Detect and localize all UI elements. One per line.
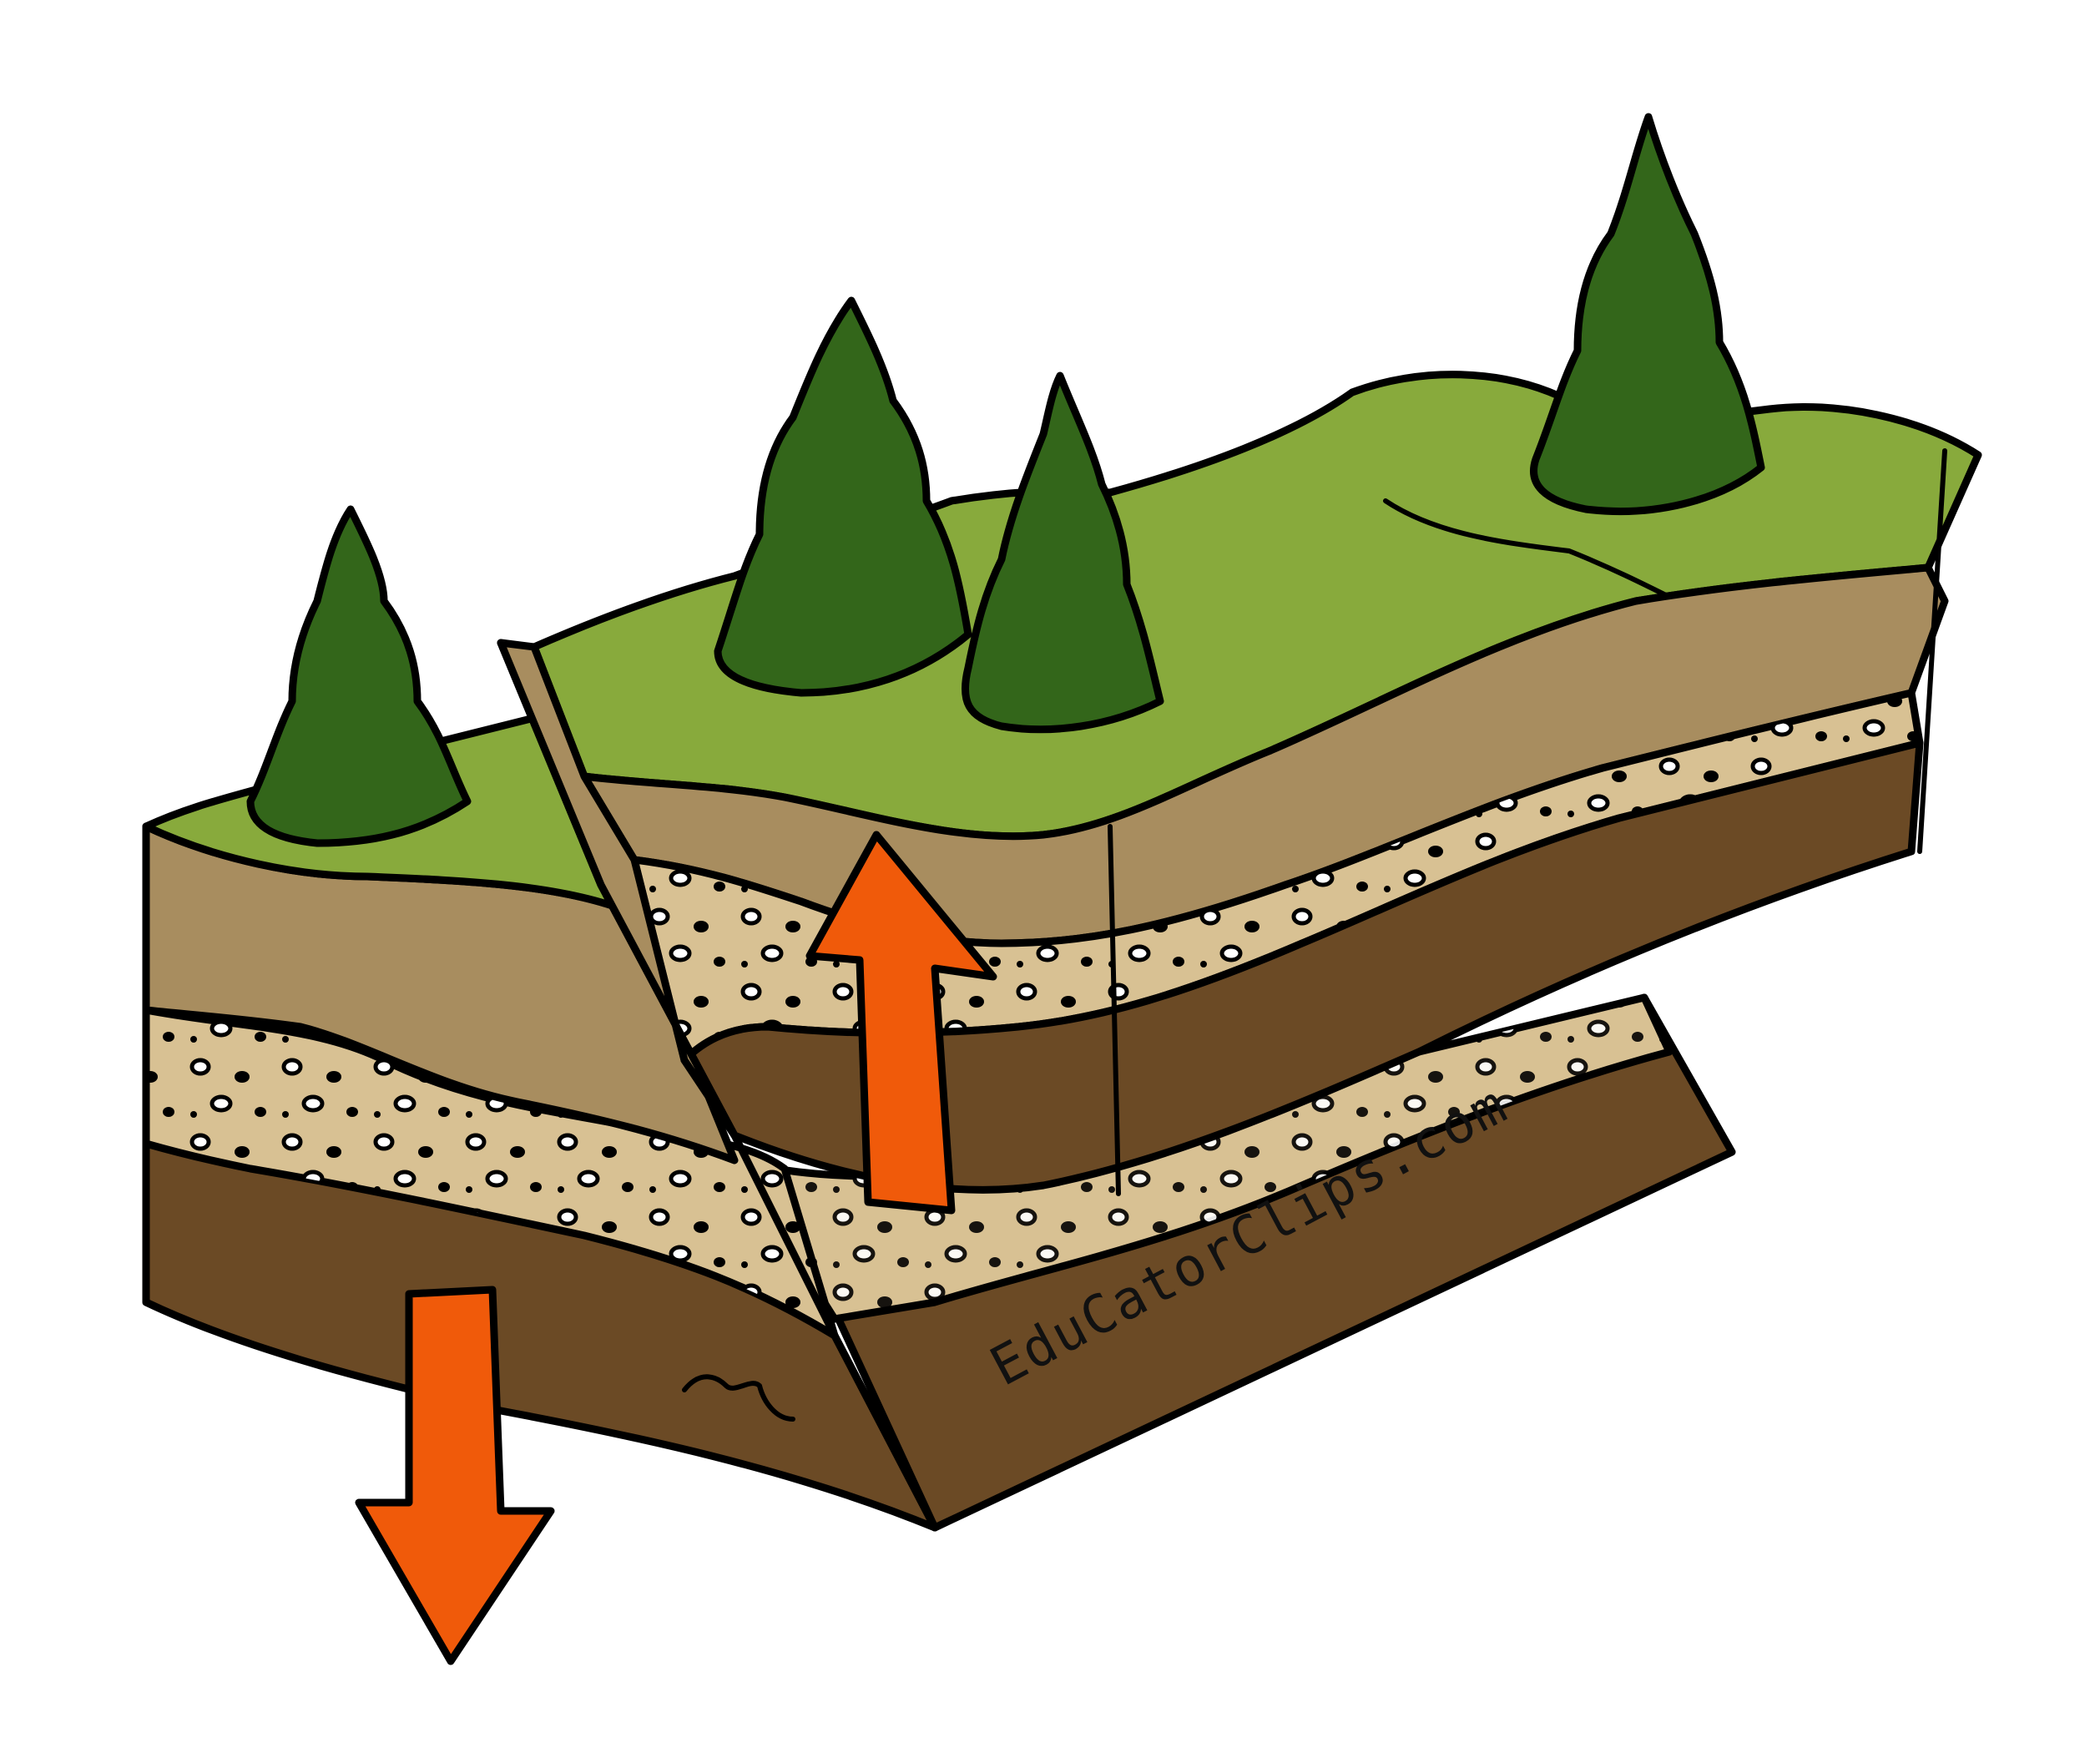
fault-plane-face [497,639,739,1139]
pine-tree-icon [1530,113,1765,516]
arrow-up-icon [805,831,997,1215]
lower-right-gravel-pebbles [734,998,1669,1319]
pine-tree-icon [961,371,1164,734]
right-block-bedrock [680,739,1924,1194]
grass-crack [1383,498,1680,604]
left-block-gravel-pebbles [146,1010,835,1336]
arrow-down-icon [355,1286,555,1665]
right-block-right-edge [1917,448,1947,854]
right-block-front-corner [1108,824,1121,1196]
squiggle-mark [682,1374,795,1422]
pine-tree-icon [246,505,472,847]
pine-tree-icon [714,296,972,697]
